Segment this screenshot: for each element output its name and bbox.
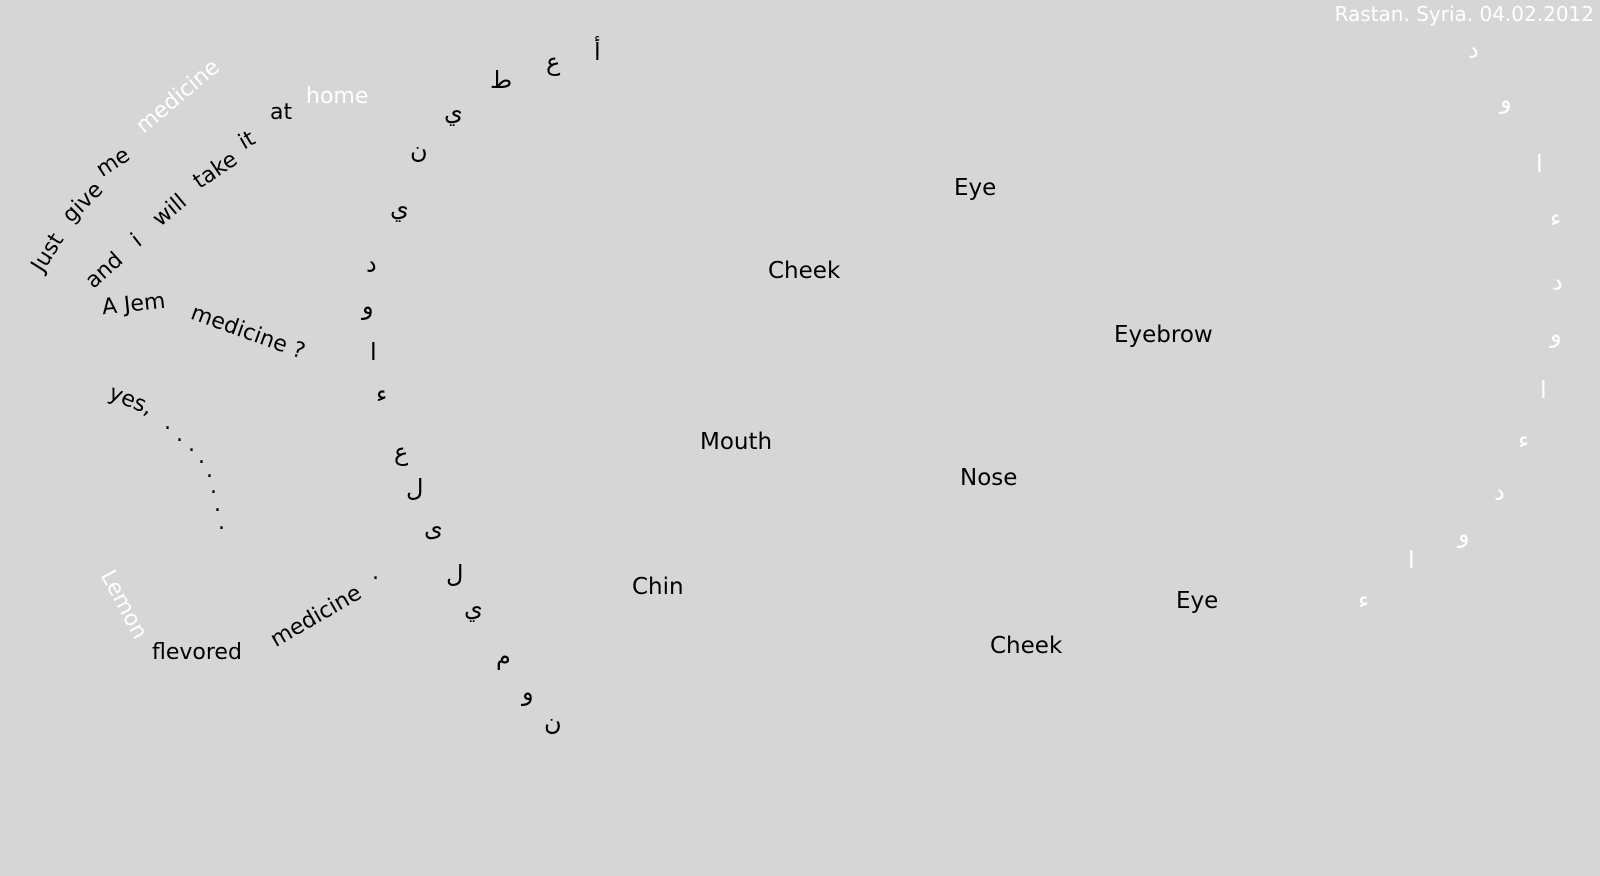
arabic-right-2: و	[1500, 86, 1512, 114]
dot-7: .	[214, 492, 221, 517]
arabic-right-7: ا	[1540, 376, 1547, 404]
dot-6: .	[210, 474, 217, 499]
word-will: will	[147, 189, 192, 232]
word-a-jem: A Jem	[100, 288, 167, 321]
word-give: give	[57, 177, 109, 228]
dot-2: .	[176, 422, 183, 447]
arabic-right-11: ا	[1408, 546, 1415, 574]
dot-5: .	[206, 458, 213, 483]
arabic-letter-10: ء	[376, 380, 388, 408]
arabic-letter-17: و	[522, 678, 534, 706]
word-it: it	[234, 126, 260, 156]
word-take: take	[188, 146, 243, 195]
label-eye-bottom: Eye	[1176, 588, 1219, 614]
arabic-right-3: ا	[1536, 150, 1543, 178]
word-medicine-bottom: medicine	[266, 580, 366, 653]
word-lemon-white: Lemon	[95, 566, 153, 644]
label-cheek-left: Cheek	[768, 258, 841, 284]
word-and: and	[80, 247, 129, 294]
arabic-letter-13: ى	[424, 514, 443, 542]
label-mouth: Mouth	[700, 429, 773, 455]
arabic-letter-2: ع	[546, 48, 561, 76]
arabic-letter-11: ع	[394, 438, 409, 466]
dot-1: .	[164, 410, 171, 435]
word-at: at	[270, 100, 293, 125]
label-eyebrow: Eyebrow	[1114, 322, 1213, 348]
arabic-letter-5: ن	[410, 136, 428, 164]
label-nose: Nose	[960, 465, 1018, 491]
word-i: i	[126, 228, 147, 253]
arabic-right-8: ء	[1518, 426, 1530, 454]
arabic-right-10: و	[1458, 520, 1470, 548]
arabic-letter-12: ل	[406, 474, 424, 502]
arabic-letter-7: د	[366, 250, 377, 278]
arabic-letter-8: و	[362, 292, 374, 320]
word-flevored: flevored	[152, 640, 242, 665]
label-eye-top: Eye	[954, 175, 997, 201]
dot-4: .	[198, 444, 205, 469]
word-home-white: home	[306, 84, 369, 109]
arabic-letter-1: أ	[594, 38, 601, 66]
arabic-letter-4: ي	[444, 98, 463, 126]
arabic-right-12: ء	[1358, 586, 1370, 614]
word-medicine-white: medicine	[131, 54, 225, 139]
dot-8: .	[218, 510, 225, 535]
arabic-letter-18: ن	[544, 708, 562, 736]
word-me: me	[91, 142, 135, 183]
arabic-letter-14: ل	[446, 560, 464, 588]
word-medicine-question: medicine ?	[187, 300, 309, 365]
label-cheek-bottom: Cheek	[990, 633, 1063, 659]
date-caption: Rastan. Syria. 04.02.2012	[1334, 2, 1594, 26]
word-just: Just	[26, 228, 70, 277]
arabic-letter-9: ا	[370, 338, 377, 366]
arabic-letter-16: م	[496, 642, 511, 670]
arabic-letter-3: ط	[490, 66, 513, 94]
arabic-right-1: د	[1468, 36, 1479, 64]
arabic-right-6: و	[1550, 320, 1562, 348]
arabic-right-4: ء	[1550, 204, 1562, 232]
dot-3: .	[188, 432, 195, 457]
word-yes: yes,	[105, 380, 157, 421]
arabic-letter-15: ي	[464, 594, 483, 622]
word-period: .	[372, 560, 379, 585]
arabic-right-5: د	[1552, 268, 1563, 296]
label-chin: Chin	[632, 574, 684, 600]
arabic-letter-6: ي	[390, 194, 409, 222]
arabic-right-9: د	[1494, 478, 1505, 506]
